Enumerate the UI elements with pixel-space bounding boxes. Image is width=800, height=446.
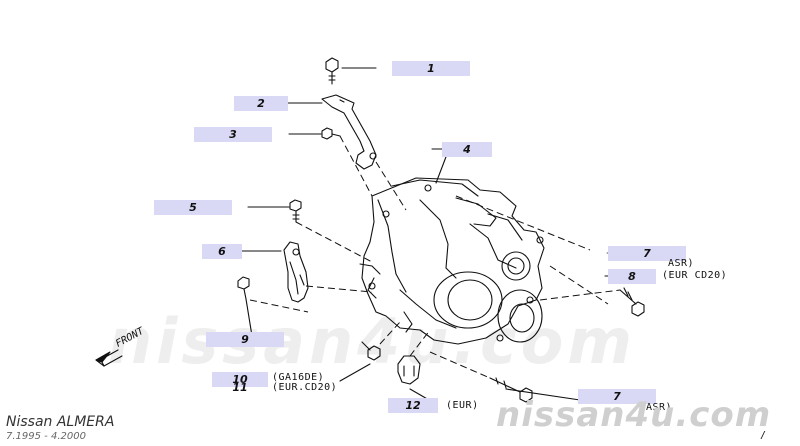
callout-10: 10: [212, 372, 268, 387]
callout-12: 12: [388, 398, 438, 413]
note-asr-lower: ASR): [646, 402, 673, 413]
note-eur-cd20-left: (EUR.CD20): [272, 382, 338, 393]
callout-7-upper: 7: [608, 246, 686, 261]
callout-7-lower: 7: [578, 389, 656, 404]
callout-9: 9: [206, 332, 284, 347]
note-eur: (EUR): [446, 400, 479, 411]
callout-3: 3: [194, 127, 272, 142]
note-tick: /: [760, 430, 767, 441]
watermark-small: nissan4u.com: [496, 395, 772, 435]
callout-1: 1: [392, 61, 470, 76]
callout-5: 5: [154, 200, 232, 215]
callout-6: 6: [202, 244, 242, 259]
callout-8: 8: [608, 269, 656, 284]
note-ga16de: (GA16DE): [272, 372, 325, 383]
callout-2: 2: [234, 96, 288, 111]
note-eur-cd20-right: (EUR CD20): [662, 270, 728, 281]
production-dates: 7.1995 - 4.2000: [6, 431, 86, 442]
note-asr-upper: ASR): [668, 258, 695, 269]
callout-4: 4: [442, 142, 492, 157]
model-name: Nissan ALMERA: [6, 414, 115, 430]
callout-11: 11: [232, 381, 248, 394]
watermark-large: nissan4u.com: [108, 305, 636, 378]
